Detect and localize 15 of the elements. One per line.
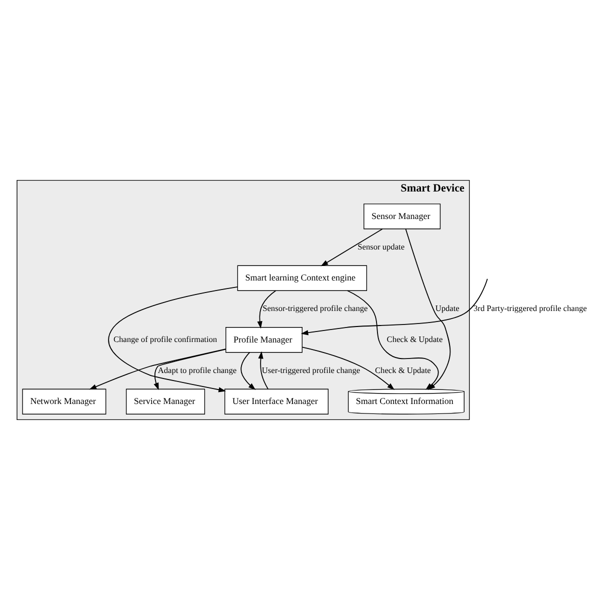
arrow [258,350,268,389]
arrow [89,348,226,390]
node-box: User Interface Manager [224,388,329,414]
arrow [320,228,383,266]
arrow [240,352,256,390]
arrow [257,290,276,328]
arrow [302,346,395,390]
node-box: Sensor Manager [364,203,441,229]
arrow [154,348,226,390]
node-box: Smart learning Context engine [237,264,368,290]
arrow [108,286,238,392]
node-box: Service Manager [126,388,206,414]
node-box: Network Manager [22,388,106,414]
arrow [300,278,488,335]
node-box: Profile Manager [226,326,303,352]
